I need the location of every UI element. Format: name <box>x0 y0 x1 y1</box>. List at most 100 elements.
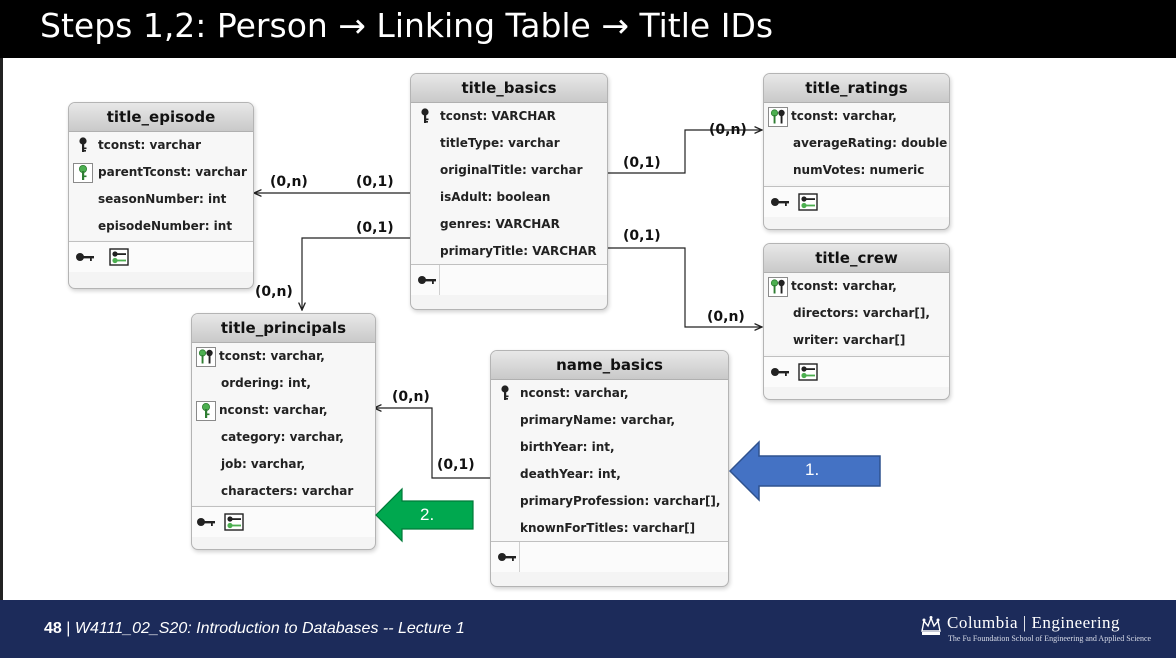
cardinality-episode-one: (0,1) <box>356 174 394 190</box>
key-icon <box>770 363 790 381</box>
key-icon <box>196 513 216 531</box>
column-label: genres: VARCHAR <box>440 217 560 231</box>
page-number: 48 <box>44 620 62 637</box>
column-label: birthYear: int, <box>520 440 615 454</box>
column-label: category: varchar, <box>221 430 344 444</box>
column-row: tconst: varchar, <box>764 103 949 130</box>
primary-foreign-key-icon <box>768 107 788 127</box>
step1-arrow <box>728 440 881 502</box>
column-row: job: varchar, <box>192 451 375 478</box>
column-row: isAdult: boolean <box>411 184 607 211</box>
column-label: ordering: int, <box>221 376 311 390</box>
column-label: primaryTitle: VARCHAR <box>440 244 597 258</box>
table-footer <box>491 541 728 572</box>
cardinality-ratings-one: (0,1) <box>623 155 661 171</box>
column-label: parentTconst: varchar <box>98 165 247 179</box>
cardinality-principals-top-one: (0,1) <box>356 220 394 236</box>
cardinality-principals-name-many: (0,n) <box>392 389 430 405</box>
column-label: averageRating: double <box>793 136 948 150</box>
column-row: nconst: varchar, <box>192 397 375 424</box>
column-row: numVotes: numeric <box>764 157 949 184</box>
column-row: primaryName: varchar, <box>491 407 728 434</box>
column-label: deathYear: int, <box>520 467 621 481</box>
slide-title: Steps 1,2: Person → Linking Table → Titl… <box>40 6 774 45</box>
footer-divider <box>519 542 520 572</box>
key-icon <box>417 271 437 289</box>
column-row: directors: varchar[], <box>764 300 949 327</box>
column-label: seasonNumber: int <box>98 192 227 206</box>
column-row: knownForTitles: varchar[] <box>491 515 728 542</box>
table-title-ratings[interactable]: title_ratings tconst: varchar, averageRa… <box>763 73 950 230</box>
foreign-key-icon <box>73 163 93 183</box>
column-label: nconst: varchar, <box>520 386 629 400</box>
column-label: nconst: varchar, <box>219 403 328 417</box>
column-row: characters: varchar <box>192 478 375 505</box>
footer-separator: | <box>61 620 75 637</box>
column-row: seasonNumber: int <box>69 186 253 213</box>
column-row: deathYear: int, <box>491 461 728 488</box>
cardinality-principals-name-one: (0,1) <box>437 457 475 473</box>
table-title-episode[interactable]: title_episode tconst: varchar parentTcon… <box>68 102 254 289</box>
column-label: tconst: varchar, <box>791 279 897 293</box>
cardinality-episode-many: (0,n) <box>270 174 308 190</box>
primary-key-icon <box>496 384 514 402</box>
slide-footer: 48 | W4111_02_S20: Introduction to Datab… <box>0 600 1176 658</box>
cardinality-crew-many: (0,n) <box>707 309 745 325</box>
column-row: category: varchar, <box>192 424 375 451</box>
table-title-crew[interactable]: title_crew tconst: varchar, directors: v… <box>763 243 950 400</box>
column-label: tconst: varchar, <box>791 109 897 123</box>
connector-name-principals <box>374 408 490 479</box>
column-label: primaryProfession: varchar[], <box>520 494 721 508</box>
table-title-principals[interactable]: title_principals tconst: varchar, orderi… <box>191 313 376 550</box>
primary-key-icon <box>74 136 92 154</box>
foreign-key-box-icon <box>109 248 129 266</box>
column-row: ordering: int, <box>192 370 375 397</box>
column-row: averageRating: double <box>764 130 949 157</box>
column-label: tconst: varchar <box>98 138 202 152</box>
footer-text: 48 | W4111_02_S20: Introduction to Datab… <box>44 620 465 638</box>
column-row: tconst: VARCHAR <box>411 103 607 130</box>
column-label: tconst: varchar, <box>219 349 325 363</box>
column-row: primaryTitle: VARCHAR <box>411 238 607 265</box>
column-label: primaryName: varchar, <box>520 413 676 427</box>
primary-foreign-key-icon <box>768 277 788 297</box>
column-row: episodeNumber: int <box>69 213 253 240</box>
column-row: titleType: varchar <box>411 130 607 157</box>
table-title-episode-header: title_episode <box>69 103 253 132</box>
table-title-crew-header: title_crew <box>764 244 949 273</box>
key-icon <box>75 248 95 266</box>
cardinality-ratings-many: (0,n) <box>709 122 747 138</box>
table-title-basics-header: title_basics <box>411 74 607 103</box>
table-title-basics[interactable]: title_basics tconst: VARCHAR titleType: … <box>410 73 608 310</box>
table-title-principals-header: title_principals <box>192 314 375 343</box>
table-name-basics-header: name_basics <box>491 351 728 380</box>
lecture-title: W4111_02_S20: Introduction to Databases … <box>74 620 465 637</box>
column-label: isAdult: boolean <box>440 190 551 204</box>
primary-key-icon <box>416 107 434 125</box>
logo-main-text: Columbia | Engineering <box>947 613 1121 632</box>
column-row: birthYear: int, <box>491 434 728 461</box>
column-label: job: varchar, <box>221 457 306 471</box>
foreign-key-box-icon <box>224 513 244 531</box>
column-row: genres: VARCHAR <box>411 211 607 238</box>
slide-left-edge <box>0 58 3 600</box>
relationship-connectors <box>0 58 1176 479</box>
table-footer <box>192 506 375 537</box>
step1-label: 1. <box>805 460 820 479</box>
foreign-key-box-icon <box>798 193 818 211</box>
column-row: nconst: varchar, <box>491 380 728 407</box>
column-label: tconst: VARCHAR <box>440 109 556 123</box>
table-name-basics[interactable]: name_basics nconst: varchar, primaryName… <box>490 350 729 587</box>
column-label: characters: varchar <box>221 484 354 498</box>
table-footer <box>764 186 949 217</box>
table-title-ratings-header: title_ratings <box>764 74 949 103</box>
table-footer <box>411 264 607 295</box>
column-row: tconst: varchar, <box>764 273 949 300</box>
column-label: originalTitle: varchar <box>440 163 583 177</box>
column-label: episodeNumber: int <box>98 219 233 233</box>
column-row: primaryProfession: varchar[], <box>491 488 728 515</box>
connector-basics-ratings <box>607 130 762 174</box>
connector-basics-crew <box>607 247 762 327</box>
column-label: numVotes: numeric <box>793 163 925 177</box>
step2-label: 2. <box>420 505 435 524</box>
